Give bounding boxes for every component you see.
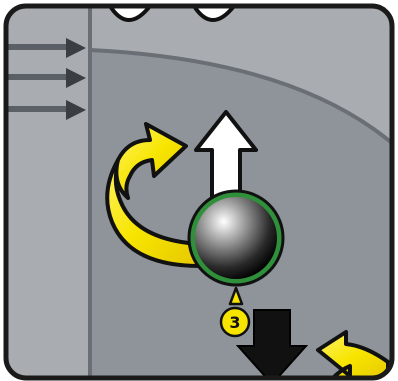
- knob-ball-icon: [189, 191, 283, 285]
- callout-label: 3: [229, 313, 240, 332]
